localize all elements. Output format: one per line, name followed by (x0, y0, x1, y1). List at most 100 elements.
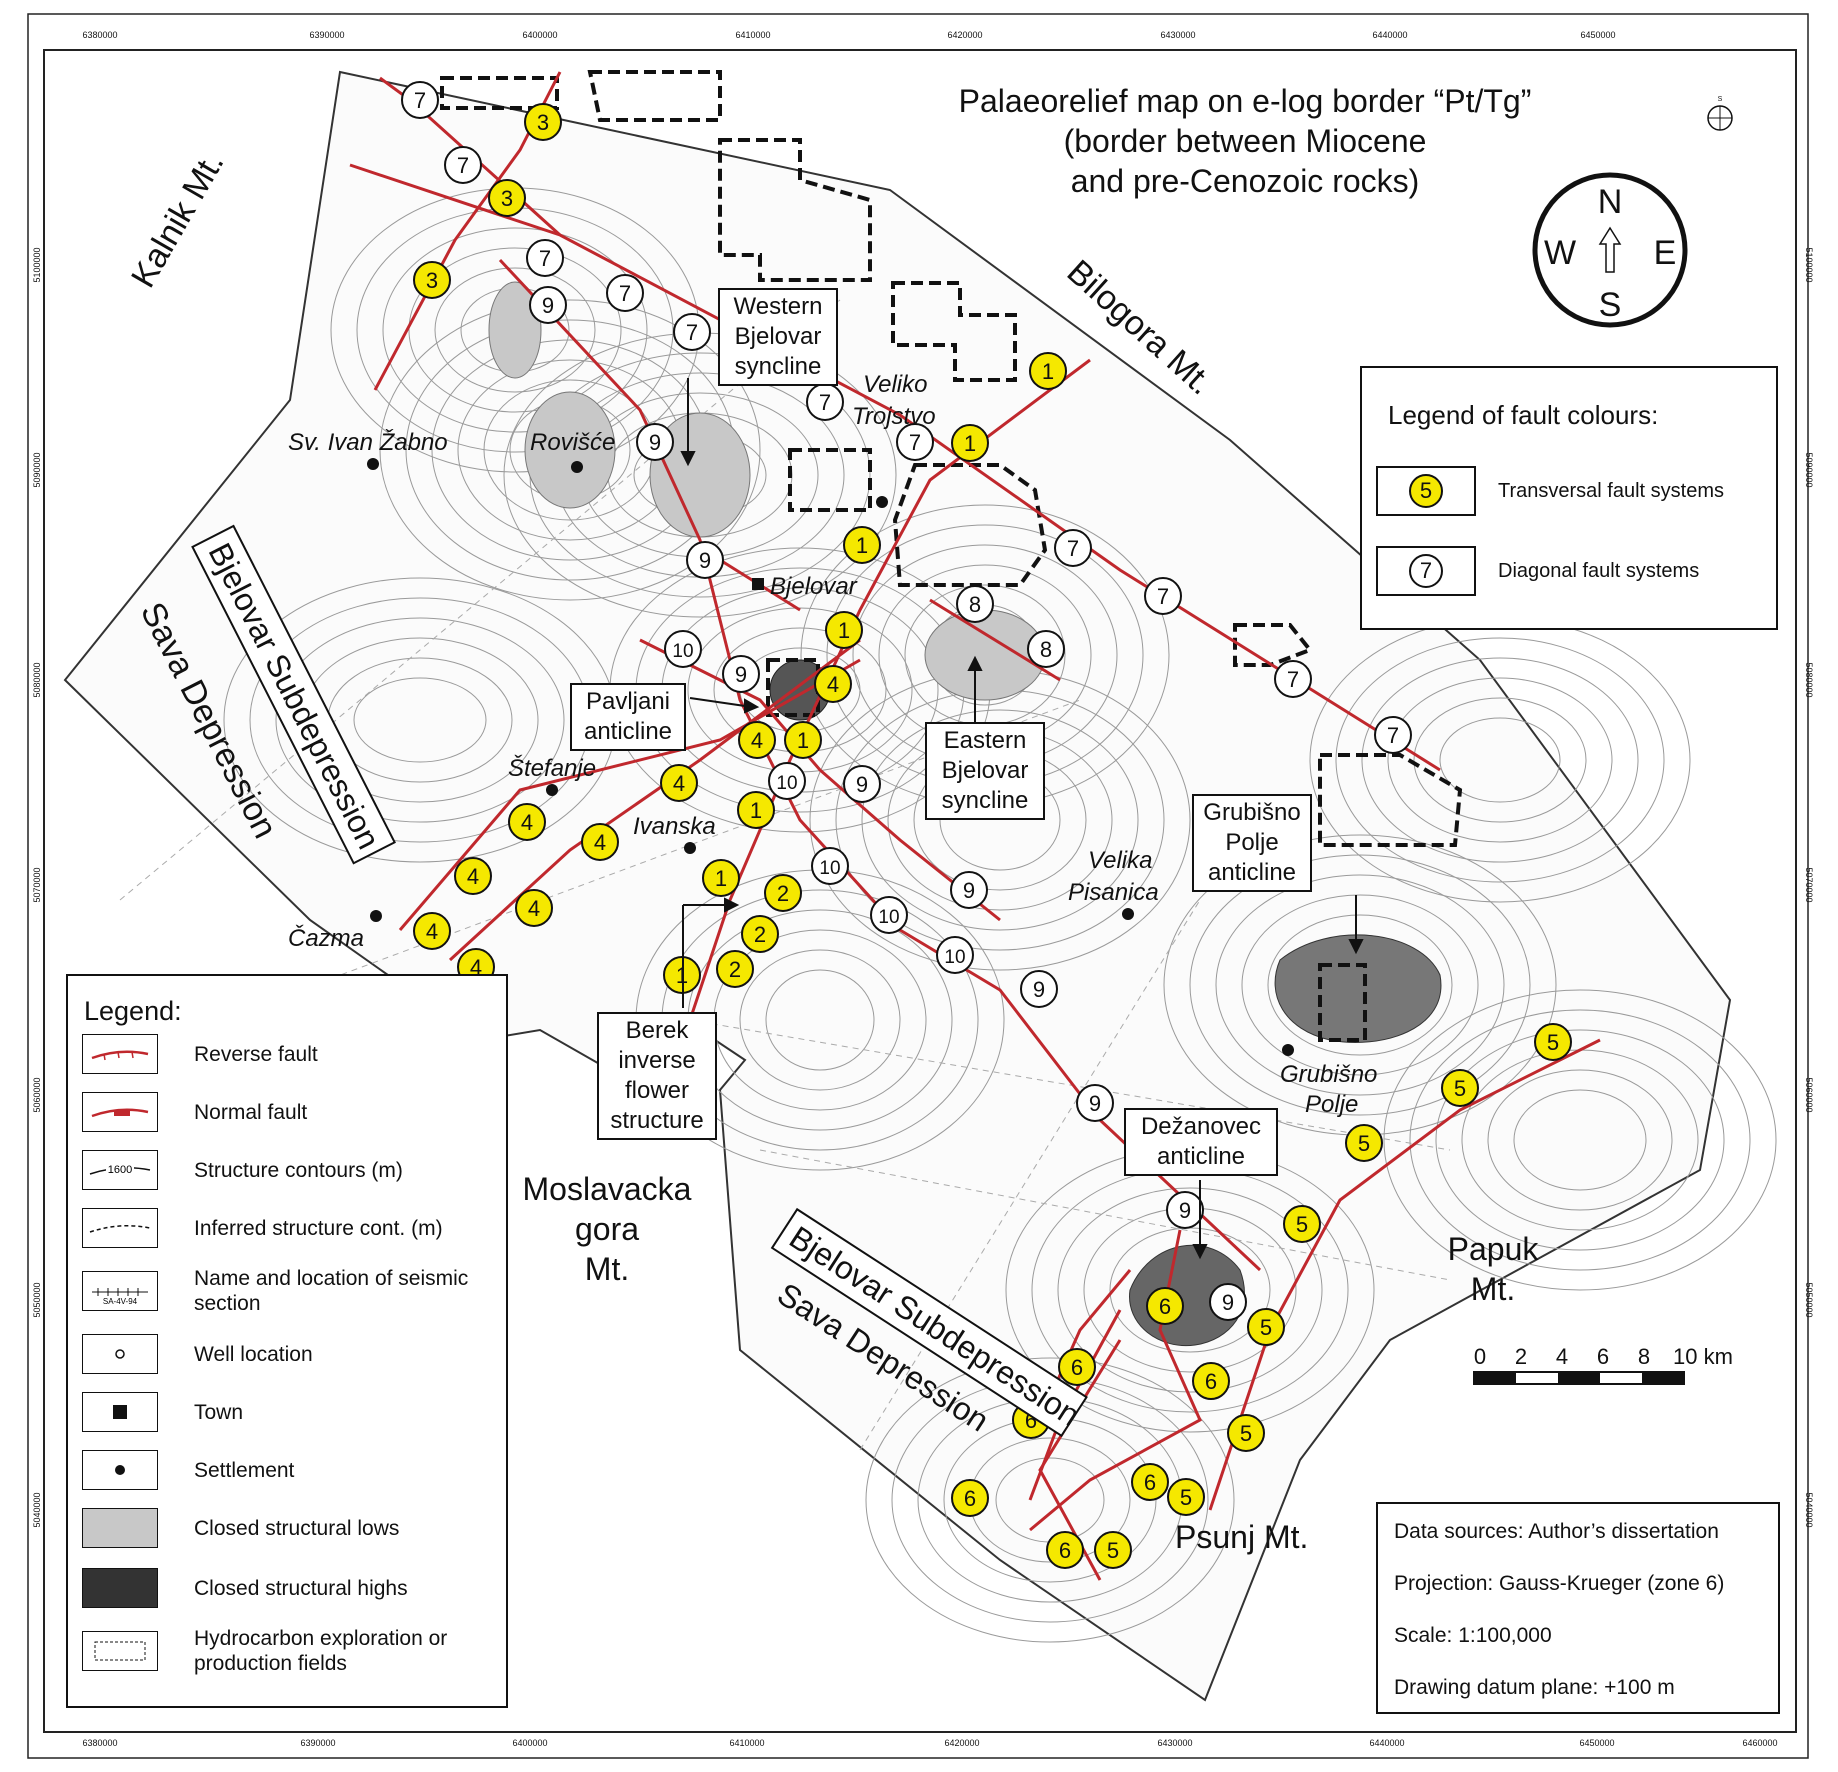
legend-label: Name and location of seismic section (194, 1267, 469, 1315)
berek-line2: inverse (618, 1047, 696, 1074)
transversal-fault-marker (1283, 1205, 1321, 1243)
fault-number: 5 (1358, 1131, 1370, 1156)
berek-line3: flower (624, 1077, 690, 1104)
grubisno-line3: anticline (1207, 859, 1297, 886)
datum-text: Drawing datum plane: +100 m (1394, 1676, 1675, 1699)
grid-label-bottom: 6460000 (1742, 1738, 1777, 1748)
transversal-fault-marker (951, 424, 989, 462)
map-frame (43, 49, 1797, 1733)
diagonal-fault-marker (956, 585, 994, 623)
fault-number: 4 (470, 955, 482, 980)
contour-line (1057, 1187, 1323, 1393)
fault-line (349, 163, 1441, 772)
diagonal-fault-marker (1054, 529, 1092, 567)
compass-rose: N S W E (1532, 172, 1688, 328)
contour-line (1387, 677, 1613, 843)
moslavacka-label-1: Moslavacka (523, 1171, 692, 1207)
grid-label-left: 5050000 (32, 1282, 42, 1317)
fault-number: 5 (1180, 1485, 1192, 1510)
fault-number: 6 (1059, 1538, 1071, 1563)
fault-number: 7 (1387, 723, 1399, 748)
transversal-fault-marker (1167, 1478, 1205, 1516)
fault-number: 4 (673, 771, 685, 796)
transversal-fault-marker (508, 803, 546, 841)
scale-tick-label: 4 (1556, 1344, 1568, 1369)
diagonal-label: Diagonal fault systems (1498, 559, 1700, 582)
contour-line (1409, 1009, 1751, 1271)
diagonal-fault-marker (686, 541, 724, 579)
fault-number: 8 (969, 592, 981, 617)
seismic-section-line (759, 1149, 1451, 1281)
dezanovec-line2: anticline (1156, 1143, 1246, 1170)
diagonal-fault-marker (1374, 716, 1412, 754)
well-icon (82, 1334, 158, 1374)
grid-label-top: 6390000 (309, 30, 344, 40)
map-title-line2: (border between Miocene (1064, 123, 1427, 159)
grid-label-top: 6410000 (735, 30, 770, 40)
fault-number: 10 (672, 641, 693, 662)
legend-row: Town (82, 1392, 494, 1432)
pavljani-line2: anticline (583, 718, 673, 745)
grid-label-left: 5090000 (32, 452, 42, 487)
study-area-outline (63, 70, 1732, 1702)
seismic-section-line (119, 299, 841, 901)
fault-number: 4 (426, 919, 438, 944)
legend-label: Structure contours (m) (194, 1158, 403, 1182)
fault-number: 2 (729, 957, 741, 982)
diagonal-fault-marker (444, 146, 482, 184)
contour-line (434, 267, 596, 393)
fault-number: 7 (1067, 536, 1079, 561)
contour-line (408, 247, 622, 413)
contour-line (1487, 1069, 1673, 1211)
legend-row: Closed structural lows (82, 1508, 494, 1548)
inferred-contour-icon (82, 1208, 158, 1248)
fault-number: 7 (619, 281, 631, 306)
diagonal-fault-marker (768, 762, 806, 800)
western-line3: syncline (734, 353, 822, 380)
transversal-fault-marker (843, 526, 881, 564)
north-arrow-icon (1598, 226, 1622, 273)
grubisno-place-label-1: Grubišno (1280, 1061, 1377, 1088)
grubisno-polje-anticline-callout: Grubišno Polje anticline (1192, 794, 1312, 892)
transversal-fault-marker (814, 665, 852, 703)
seismic-section-line (859, 899, 1201, 1451)
contour-line (353, 677, 487, 763)
fault-number: 6 (1144, 1470, 1156, 1495)
fault-legend-row-diagonal: 7 Diagonal fault systems (1376, 546, 1699, 596)
fault-number: 6 (1071, 1355, 1083, 1380)
fault-legend-row-transversal: 5 Transversal fault systems (1376, 466, 1724, 516)
fault-number: 5 (1454, 1076, 1466, 1101)
grid-label-top: 6400000 (522, 30, 557, 40)
map-title-line3: and pre-Cenozoic rocks) (1071, 163, 1420, 199)
compass-n: N (1598, 183, 1623, 221)
fault-number: 1 (838, 618, 850, 643)
diagonal-fault-marker (636, 423, 674, 461)
grid-label-bottom: 6420000 (944, 1738, 979, 1748)
contour-line (1189, 854, 1531, 1116)
transversal-fault-marker (413, 261, 451, 299)
diagonal-fault-marker (1209, 1283, 1247, 1321)
grid-label-bottom: 6410000 (729, 1738, 764, 1748)
eastern-line3: syncline (941, 787, 1029, 814)
scale-tick-label: 0 (1474, 1344, 1486, 1369)
fault-number: 7 (819, 390, 831, 415)
scale-text: Scale: 1:100,000 (1394, 1624, 1552, 1647)
contour-line (379, 299, 761, 601)
transversal-fault-marker (454, 857, 492, 895)
fault-line (448, 638, 861, 962)
diagonal-fault-marker (1166, 1191, 1204, 1229)
fault-number: 7 (909, 430, 921, 455)
diagonal-number-icon: 7 (1409, 554, 1443, 588)
fault-number: 1 (797, 728, 809, 753)
diagonal-fault-marker (722, 655, 760, 693)
fault-number: 7 (539, 246, 551, 271)
transversal-fault-marker (515, 889, 553, 927)
grid-label-right: 5090000 (1804, 452, 1814, 487)
contour-line (1361, 657, 1639, 863)
fault-number: 9 (542, 293, 554, 318)
grid-label-bottom: 6430000 (1157, 1738, 1192, 1748)
berek-callout: Berek inverse flower structure (597, 1012, 717, 1140)
